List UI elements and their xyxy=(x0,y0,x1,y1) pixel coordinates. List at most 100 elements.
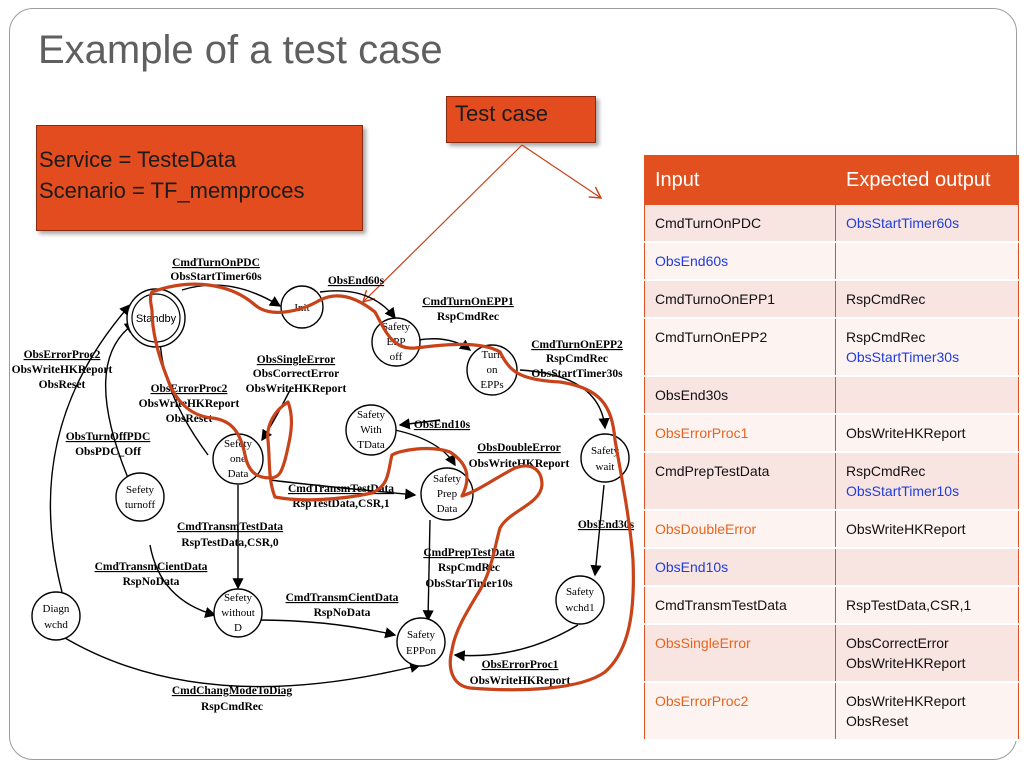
edge-label: ObsWriteHKReport xyxy=(139,398,240,410)
state-safety-prep-data: Safety Prep Data xyxy=(420,467,474,521)
cell-expected-output xyxy=(835,548,1019,587)
output-line: ObsStartTimer10s xyxy=(846,483,960,499)
node-line: wchd1 xyxy=(565,602,594,614)
header-expected-output: Expected output xyxy=(835,155,1019,205)
state-sefety-turnoff: Sefety turnoff xyxy=(115,472,165,522)
slide-title: Example of a test case xyxy=(38,28,443,72)
state-turn-on-epps: Turn on EPPs xyxy=(466,344,518,396)
output-line: RspTestData,CSR,1 xyxy=(846,597,972,613)
edge-label: RspCmdRec xyxy=(437,311,499,323)
output-line: ObsWriteHKReport xyxy=(846,521,966,537)
cell-expected-output: ObsStartTimer60s xyxy=(835,204,1019,243)
cell-input: CmdTransmTestData xyxy=(644,586,836,625)
edge-label: ObsEnd10s xyxy=(414,419,471,431)
node-line: Sefety xyxy=(224,438,253,450)
cell-input: ObsEnd60s xyxy=(644,242,836,281)
node-line: one xyxy=(230,453,246,465)
edge-label: ObsEnd30s xyxy=(578,519,635,531)
cell-input: CmdTurnOnPDC xyxy=(644,204,836,243)
edge-label: ObsStartTimer30s xyxy=(531,368,623,380)
table-header-row: Input Expected output xyxy=(644,155,1019,205)
cell-input: ObsErrorProc2 xyxy=(644,682,836,741)
output-line: ObsStartTimer60s xyxy=(846,215,960,231)
node-line: Safety xyxy=(407,629,436,641)
edge-label: ObsSingleError xyxy=(257,354,335,366)
edge-label: ObsWriteHKReport xyxy=(470,675,571,687)
cell-input: ObsEnd30s xyxy=(644,376,836,415)
edge-label: CmdTurnOnEPP2 xyxy=(531,339,623,351)
edge-label: ObsWriteHKReport xyxy=(12,364,113,376)
edge-label: ObsTurnOffPDC xyxy=(66,431,151,443)
cell-input: CmdTurnoOnEPP1 xyxy=(644,280,836,319)
node-line: without xyxy=(221,607,255,619)
node-line: Sefety xyxy=(126,484,155,496)
edge-label: RspNoData xyxy=(123,576,180,588)
edge-label: CmdTransmTestData xyxy=(288,483,394,495)
cell-expected-output: RspTestData,CSR,1 xyxy=(835,586,1019,625)
state-safety-wchd1: Safety wchd1 xyxy=(555,575,605,625)
service-scenario-box: Service = TesteData Scenario = TF_mempro… xyxy=(36,125,363,231)
state-diagram: Standby Init Safety EPP off Turn on EPPs… xyxy=(12,257,635,713)
cell-expected-output: ObsWriteHKReport xyxy=(835,510,1019,549)
output-line: RspCmdRec xyxy=(846,291,926,307)
node-line: turnoff xyxy=(125,499,156,511)
table-row: ObsEnd10s xyxy=(644,548,1019,587)
node-line: Safety xyxy=(357,409,386,421)
cell-input: CmdTurnOnEPP2 xyxy=(644,318,836,377)
cell-input: CmdPrepTestData xyxy=(644,452,836,511)
edge-label: CmdTurnOnEPP1 xyxy=(422,296,514,308)
output-line: ObsWriteHKReport xyxy=(846,655,966,671)
output-line: ObsWriteHKReport xyxy=(846,693,966,709)
edge-label: CmdTransmTestData xyxy=(177,521,283,533)
edge-label: ObsReset xyxy=(39,379,86,391)
output-line: ObsWriteHKReport xyxy=(846,425,966,441)
edge-label: ObsWriteHKReport xyxy=(246,383,347,395)
transition-labels: CmdTurnOnPDC ObsStartTimer60s ObsEnd60s … xyxy=(12,257,635,713)
edge-label: ObsErrorProc1 xyxy=(482,659,559,671)
test-case-callout: Test case xyxy=(446,96,596,143)
node-line: Data xyxy=(228,468,249,480)
edge-label: CmdChangModeToDiag xyxy=(172,685,293,697)
node-line: Prep xyxy=(437,488,458,500)
table-row: ObsEnd30s xyxy=(644,376,1019,415)
edge-label: ObsCorrectError xyxy=(253,368,339,380)
state-sefety-one-data: Sefety one Data xyxy=(212,433,264,485)
output-line: ObsCorrectError xyxy=(846,635,949,651)
edge-label: RspTestData,CSR,0 xyxy=(181,537,279,549)
node-line: With xyxy=(360,424,382,436)
state-diagn-wchd: Diagn wchd xyxy=(31,591,81,641)
cell-expected-output xyxy=(835,242,1019,281)
edge-label: ObsStarTimer10s xyxy=(425,578,513,590)
node-line: wchd xyxy=(44,619,68,631)
node-line: EPPon xyxy=(406,645,436,657)
node-line: wait xyxy=(596,461,615,473)
table-row: CmdTurnoOnEPP1 RspCmdRec xyxy=(644,280,1019,319)
cell-expected-output: RspCmdRec xyxy=(835,280,1019,319)
state-standby-label: Standby xyxy=(136,313,177,325)
cell-input: ObsEnd10s xyxy=(644,548,836,587)
node-line: Diagn xyxy=(43,603,70,615)
output-line: RspCmdRec xyxy=(846,329,926,345)
table-row: CmdTurnOnPDC ObsStartTimer60s xyxy=(644,204,1019,243)
test-case-label: Test case xyxy=(455,101,548,126)
node-line: TData xyxy=(357,439,385,451)
node-line: EPPs xyxy=(480,379,503,391)
cell-input: ObsSingleError xyxy=(644,624,836,683)
test-case-path xyxy=(148,282,635,692)
header-input: Input xyxy=(644,155,836,205)
output-line: ObsReset xyxy=(846,713,909,729)
io-table: Input Expected output CmdTurnOnPDC ObsSta… xyxy=(644,155,1019,741)
node-line: Data xyxy=(437,503,458,515)
edge-label: RspCmdRec xyxy=(201,701,263,713)
edge-label: RspCmdRec xyxy=(546,353,608,365)
cell-input: ObsErrorProc1 xyxy=(644,414,836,453)
edge-label: CmdTransmCientData xyxy=(95,561,208,573)
